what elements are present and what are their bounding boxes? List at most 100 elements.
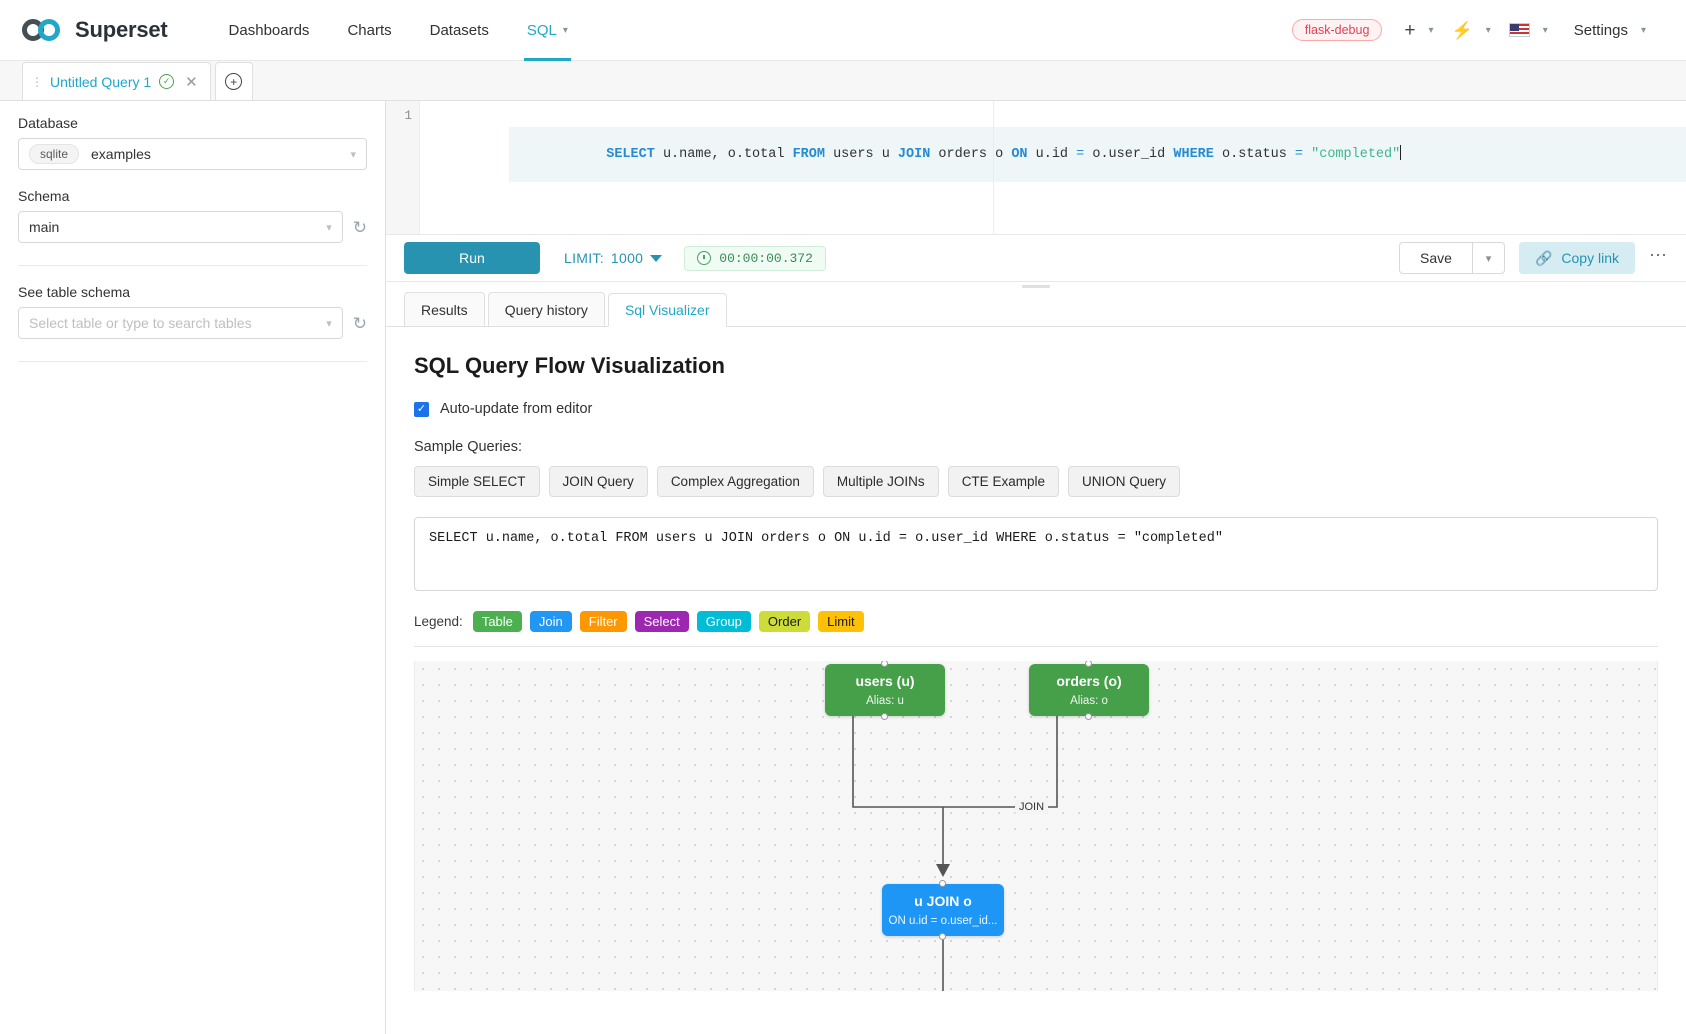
legend-chip-order: Order (758, 611, 811, 632)
editor-code-line: SELECT u.name, o.total FROM users u JOIN… (509, 127, 1686, 182)
settings-menu[interactable]: Settings ▾ (1566, 22, 1646, 39)
query-flow-canvas[interactable]: users (u) Alias: u orders (o) Alias: o J… (414, 661, 1658, 991)
database-select[interactable]: sqlite examples ▾ (18, 138, 367, 170)
save-dropdown-button[interactable]: ▾ (1472, 242, 1505, 274)
tab-results[interactable]: Results (404, 292, 485, 326)
sql-token-users: users u (824, 147, 898, 162)
chevron-down-icon: ▾ (1542, 24, 1548, 36)
nav-item-dashboards[interactable]: Dashboards (210, 0, 329, 61)
limit-label: LIMIT: (564, 250, 604, 266)
sql-token-orders: orders o (930, 147, 1012, 162)
auto-update-checkbox[interactable]: ✓ (414, 401, 429, 417)
more-options-icon[interactable]: ⋯ (1649, 244, 1668, 265)
node-title: u JOIN o (914, 893, 972, 910)
flow-node-orders[interactable]: orders (o) Alias: o (1029, 661, 1149, 720)
language-menu[interactable]: ▾ (1508, 23, 1548, 37)
chevron-down-icon: ▾ (1485, 24, 1491, 36)
sample-queries-label: Sample Queries: (414, 439, 522, 455)
legend-chip-select: Select (634, 611, 689, 632)
chevron-down-icon: ▾ (350, 148, 356, 161)
visualizer-query-input[interactable] (414, 517, 1658, 591)
nav-label: SQL (526, 21, 557, 39)
flow-node-join[interactable]: u JOIN o ON u.id = o.user_id... (882, 880, 1004, 940)
chevron-down-icon: ▾ (1485, 252, 1492, 265)
legend-chip-join: Join (529, 611, 572, 632)
right-editor-panel: 1 SELECT u.name, o.total FROM users u JO… (386, 101, 1686, 1034)
schema-select[interactable]: main ▾ (18, 211, 343, 243)
copy-link-label: Copy link (1561, 250, 1619, 266)
tab-sql-visualizer[interactable]: Sql Visualizer (607, 293, 727, 327)
table-select[interactable]: Select table or type to search tables ▾ (18, 307, 343, 339)
auto-update-row[interactable]: ✓ Auto-update from editor (414, 401, 1658, 417)
close-icon[interactable]: ✕ (185, 73, 198, 91)
save-button-group: Save ▾ (1399, 242, 1505, 274)
sample-button-join-query[interactable]: JOIN Query (548, 466, 648, 497)
copy-link-button[interactable]: 🔗 Copy link (1518, 242, 1635, 274)
sample-button-complex-aggregation[interactable]: Complex Aggregation (656, 466, 814, 497)
edge-orders-to-join (943, 716, 1058, 808)
table-schema-label: See table schema (18, 284, 131, 300)
brand-name: Superset (75, 17, 168, 42)
sql-visualizer-panel: SQL Query Flow Visualization ✓ Auto-upda… (386, 327, 1686, 1034)
limit-dropdown[interactable]: LIMIT: 1000 (564, 250, 663, 266)
tab-label: Results (421, 301, 468, 318)
database-engine-pill: sqlite (29, 144, 80, 164)
nav-item-sql[interactable]: SQL ▾ (508, 0, 587, 61)
database-value: examples (91, 146, 151, 162)
sql-token-status: o.status (1213, 147, 1295, 162)
clock-icon (697, 251, 712, 265)
toolbar-right-actions: Save ▾ 🔗 Copy link ⋯ (1399, 242, 1668, 274)
editor-code-area[interactable]: SELECT u.name, o.total FROM users u JOIN… (420, 101, 1686, 234)
save-button[interactable]: Save (1399, 242, 1473, 274)
settings-label: Settings (1573, 21, 1628, 39)
node-port-top (939, 880, 946, 887)
sql-token-select: SELECT (606, 147, 655, 162)
bolt-menu[interactable]: ⚡ ▾ (1452, 22, 1491, 39)
sample-button-multiple-joins[interactable]: Multiple JOINs (822, 466, 939, 497)
database-label: Database (18, 115, 78, 131)
sample-button-cte-example[interactable]: CTE Example (947, 466, 1059, 497)
tab-query-history[interactable]: Query history (487, 292, 605, 326)
query-tab-bar: ⋮ Untitled Query 1 ✓ ✕ + (0, 61, 1686, 101)
chevron-down-icon: ▾ (562, 24, 568, 36)
superset-brand[interactable]: Superset (22, 17, 168, 43)
chevron-down-icon (650, 254, 663, 262)
query-tab-untitled-query-1[interactable]: ⋮ Untitled Query 1 ✓ ✕ (22, 62, 211, 100)
nav-label: Datasets (429, 21, 489, 39)
legend-chip-filter: Filter (579, 611, 627, 632)
refresh-tables-icon[interactable]: ↻ (352, 313, 367, 333)
top-navigation-bar: Superset Dashboards Charts Datasets SQL … (0, 0, 1686, 61)
node-port-top (881, 661, 888, 667)
nav-item-datasets[interactable]: Datasets (411, 0, 508, 61)
panel-divider (18, 265, 367, 266)
tab-label: Sql Visualizer (624, 302, 710, 318)
tab-label: Query history (504, 301, 588, 318)
main-nav-links: Dashboards Charts Datasets SQL ▾ (210, 0, 587, 61)
drag-grip-icon[interactable]: ⋮ (31, 74, 43, 89)
sql-token-join: JOIN (897, 147, 931, 162)
plus-icon: + (1404, 19, 1416, 41)
panel-resize-handle[interactable] (386, 282, 1686, 291)
check-circle-icon: ✓ (159, 74, 175, 89)
flow-node-users[interactable]: users (u) Alias: u (825, 661, 945, 720)
editor-ruler (993, 101, 994, 234)
new-item-menu[interactable]: + ▾ (1404, 21, 1433, 40)
sample-button-union-query[interactable]: UNION Query (1067, 466, 1180, 497)
nav-item-charts[interactable]: Charts (328, 0, 410, 61)
add-query-tab-button[interactable]: + (214, 62, 253, 100)
sql-token-cols: u.name, o.total (654, 147, 793, 162)
refresh-schema-icon[interactable]: ↻ (352, 217, 367, 237)
schema-label: Schema (18, 188, 70, 204)
text-cursor (1400, 145, 1402, 160)
sample-query-buttons: Simple SELECT JOIN Query Complex Aggrega… (414, 466, 1658, 497)
nav-label: Charts (347, 21, 392, 39)
sql-editor[interactable]: 1 SELECT u.name, o.total FROM users u JO… (386, 101, 1686, 234)
run-button[interactable]: Run (404, 242, 540, 274)
legend-chip-table: Table (472, 611, 522, 632)
chevron-down-icon: ▾ (326, 317, 332, 330)
sample-button-simple-select[interactable]: Simple SELECT (414, 466, 540, 497)
arrowhead-join (936, 864, 950, 877)
edge-label-join: JOIN (1015, 800, 1049, 814)
chevron-down-icon: ▾ (1640, 24, 1646, 36)
legend-chip-group: Group (696, 611, 751, 632)
